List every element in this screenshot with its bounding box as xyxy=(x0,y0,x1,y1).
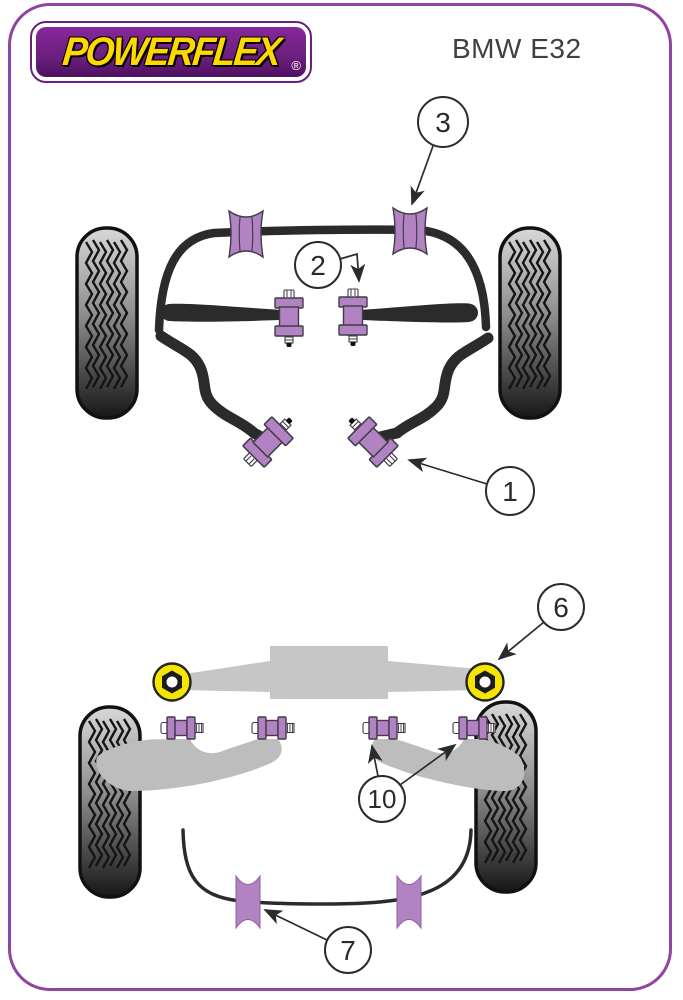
front-thrust-arm-right xyxy=(350,303,478,323)
rear-subframe-mount-bush-right xyxy=(465,662,505,702)
page-title: BMW E32 xyxy=(452,33,582,64)
rear-left-tire xyxy=(78,705,142,899)
rear-subframe-beam-left xyxy=(178,661,270,692)
registered-trademark-icon: ® xyxy=(291,58,301,73)
callout-2: 2 xyxy=(294,241,366,289)
powerflex-logo-text: POWERFLEX xyxy=(60,29,282,74)
front-anti-roll-bar-bush-left xyxy=(228,210,264,258)
callout-1-circle xyxy=(485,466,535,516)
callout-6-arrow xyxy=(497,621,545,661)
callout-3: 3 xyxy=(410,96,469,206)
rear-trailing-arm-left xyxy=(96,739,282,791)
callout-2-arrow xyxy=(339,252,366,283)
rear-subframe-beam-right xyxy=(388,661,479,692)
powerflex-logo-field: POWERFLEX ® xyxy=(36,27,306,77)
callout-6-circle xyxy=(537,583,585,631)
rear-anti-roll-bar-bush-right xyxy=(396,875,422,929)
callout-1: 1 xyxy=(407,457,535,516)
callout-3-label: 3 xyxy=(435,107,451,138)
callout-10: 10 xyxy=(358,743,457,823)
thrust-arm-bush-right xyxy=(338,288,368,347)
callout-7-circle xyxy=(324,926,372,974)
callout-7-label: 7 xyxy=(340,935,356,966)
trailing-arm-bush-3 xyxy=(362,716,406,740)
rear-trailing-arm-right xyxy=(371,739,525,791)
callout-1-arrow xyxy=(407,457,488,485)
rear-anti-roll-bar xyxy=(181,828,473,906)
rear-subframe xyxy=(270,646,388,699)
callout-3-arrow xyxy=(410,145,434,206)
callout-7: 7 xyxy=(263,909,372,974)
page-border xyxy=(8,3,672,991)
powerflex-logo: POWERFLEX ® xyxy=(30,21,312,83)
thrust-arm-bush-left xyxy=(274,289,304,348)
front-suspension-section: 3 2 1 xyxy=(75,96,562,516)
callout-1-label: 1 xyxy=(502,476,518,507)
lower-arm-bush-left xyxy=(235,407,303,475)
callout-10-label: 10 xyxy=(368,784,397,814)
front-thrust-arm-left xyxy=(160,303,291,322)
callout-10-arrow-a xyxy=(367,744,383,777)
rear-anti-roll-bar-bush-left xyxy=(235,875,261,929)
trailing-arm-bush-1 xyxy=(160,716,204,740)
callout-6-label: 6 xyxy=(553,592,569,623)
lower-arm-bush-right xyxy=(338,407,406,475)
callout-2-label: 2 xyxy=(310,250,326,281)
front-anti-roll-bar-bush-right xyxy=(392,207,428,255)
rear-suspension-section: 6 10 7 xyxy=(78,583,585,974)
front-lower-arm-left xyxy=(155,330,267,443)
callout-10-circle xyxy=(358,775,406,823)
callout-10-arrow-b xyxy=(399,743,457,786)
front-left-tire xyxy=(75,226,139,420)
callout-7-arrow xyxy=(263,909,328,941)
trailing-arm-bush-2 xyxy=(251,716,295,740)
callout-3-circle xyxy=(417,96,469,148)
front-lower-arm-right xyxy=(374,332,494,443)
rear-subframe-mount-bush-left xyxy=(152,662,192,702)
callout-6: 6 xyxy=(497,583,585,661)
callout-2-circle xyxy=(294,241,342,289)
front-anti-roll-bar xyxy=(154,225,491,335)
front-right-tire xyxy=(498,226,562,420)
